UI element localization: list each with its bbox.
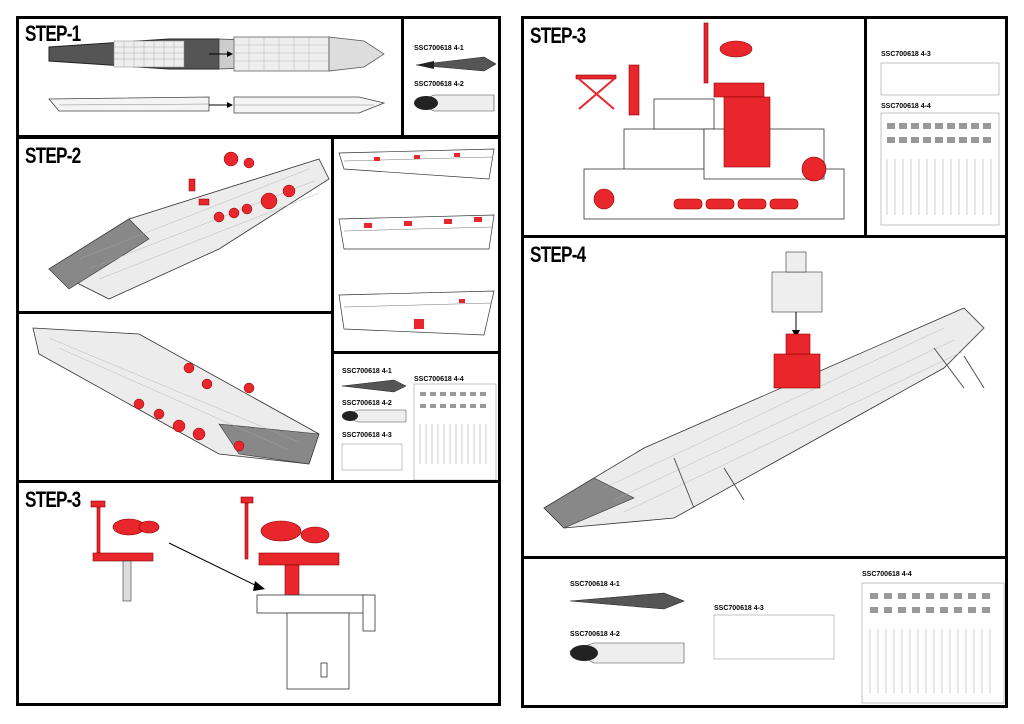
step1-illustration: [48, 36, 386, 114]
step3-left-panel: STEP-3: [16, 480, 501, 706]
part-code: SSC700618 4-3: [342, 432, 392, 439]
step2-side-views-panel: [331, 136, 501, 354]
part-code: SSC700618 4-4: [414, 376, 464, 383]
step3-parts-panel: SSC700618 4-3 SSC700618 4-4: [864, 16, 1008, 238]
hull-side-view-right: [233, 96, 386, 114]
part-code: SSC700618 4-2: [570, 631, 620, 638]
step3-right-panel: STEP-3: [521, 16, 867, 238]
side-view-3: [338, 290, 495, 336]
step3-part-sheets: [880, 62, 1000, 226]
island-installed: [773, 333, 821, 389]
step4-assembly-illustration: [543, 251, 985, 529]
side-view-2: [338, 214, 495, 250]
mast-subassembly: [90, 500, 160, 562]
step4-part-sheets: [569, 582, 1005, 704]
step3-mast-illustration: [90, 496, 376, 690]
step2-lower-deck-illustration: [32, 327, 320, 465]
step4-panel: STEP-4: [521, 235, 1008, 559]
step1-title: STEP-1: [25, 21, 81, 46]
step2-lower-panel: [16, 311, 334, 483]
step4-parts-panel: SSC700618 4-1 SSC700618 4-2 SSC700618 4-…: [521, 556, 1008, 708]
step2-parts-panel: SSC700618 4-1 SSC700618 4-2 SSC700618 4-…: [331, 351, 501, 483]
step2-part-sheets: [341, 379, 497, 481]
part-code: SSC700618 4-4: [862, 571, 912, 578]
part-code: SSC700618 4-1: [342, 368, 392, 375]
deck-top-view-right: [233, 36, 385, 72]
step2-title: STEP-2: [25, 143, 81, 168]
part-code: SSC700618 4-1: [414, 45, 464, 52]
island-preview: [771, 251, 823, 313]
part-code: SSC700618 4-3: [881, 51, 931, 58]
red-parts: [575, 22, 827, 210]
part-code: SSC700618 4-2: [342, 400, 392, 407]
hull-side-view-left: [48, 96, 210, 112]
part-code: SSC700618 4-1: [570, 581, 620, 588]
part-code: SSC700618 4-3: [714, 605, 764, 612]
part-sheet-4-2: [414, 94, 495, 112]
step1-parts-panel: SSC700618 4-1 SSC700618 4-2: [401, 16, 501, 138]
step3-left-title: STEP-3: [25, 487, 81, 512]
step2-panel: STEP-2: [16, 136, 334, 314]
mast-installed: [240, 496, 340, 612]
step3-island-illustration: [575, 22, 845, 220]
step2-deck-illustration: [48, 151, 330, 300]
part-code: SSC700618 4-4: [881, 103, 931, 110]
part-sheet-4-1: [415, 56, 497, 72]
carrier-hull: [543, 307, 985, 529]
part-code: SSC700618 4-2: [414, 81, 464, 88]
step4-title: STEP-4: [530, 242, 586, 267]
step1-panel: STEP-1: [16, 16, 404, 138]
step3-right-title: STEP-3: [530, 23, 586, 48]
step2-side-views: [338, 148, 495, 336]
island-base: [256, 594, 376, 690]
side-view-1: [338, 148, 495, 180]
